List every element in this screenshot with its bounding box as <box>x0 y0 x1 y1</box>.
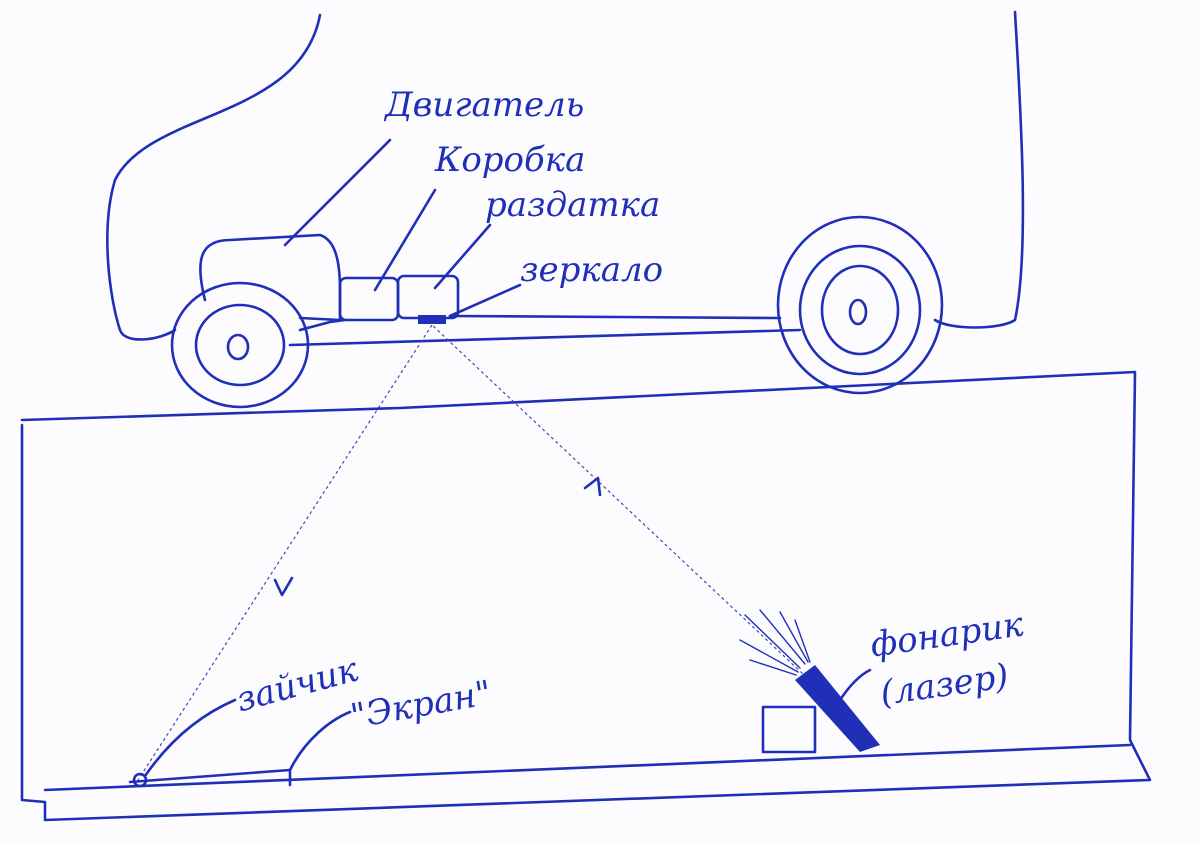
mirror-leader <box>448 283 522 318</box>
label-gearbox: Коробка <box>435 140 586 180</box>
label-transfer-case: раздатка <box>485 185 661 225</box>
flashlight-rays <box>739 609 811 676</box>
car-underbody <box>288 328 802 347</box>
car-body-outline <box>106 10 1025 341</box>
transfer-case-box <box>396 274 460 320</box>
pit-outline <box>20 370 1152 822</box>
label-mirror: зеркало <box>520 250 664 290</box>
gearbox-leader <box>373 188 437 292</box>
light-spot-leader <box>143 698 237 778</box>
transfer-leader <box>433 223 492 290</box>
screen-leader <box>288 710 352 772</box>
flashlight <box>795 665 880 752</box>
light-spot <box>132 772 148 788</box>
arrow-reflected <box>273 576 294 597</box>
engine-leader <box>283 138 392 247</box>
light-beam-reflected <box>137 324 433 781</box>
label-engine: Двигатель <box>385 85 585 125</box>
arrow-incoming <box>583 476 602 497</box>
engine-block <box>199 233 342 322</box>
light-beam-incoming <box>431 324 821 691</box>
flashlight-leader <box>838 668 872 702</box>
mirror <box>418 315 446 324</box>
rear-wheel <box>776 215 944 395</box>
flashlight-stand <box>761 705 817 754</box>
floor-line <box>43 743 1132 792</box>
gearbox-box <box>338 276 400 322</box>
front-wheel <box>170 281 310 409</box>
